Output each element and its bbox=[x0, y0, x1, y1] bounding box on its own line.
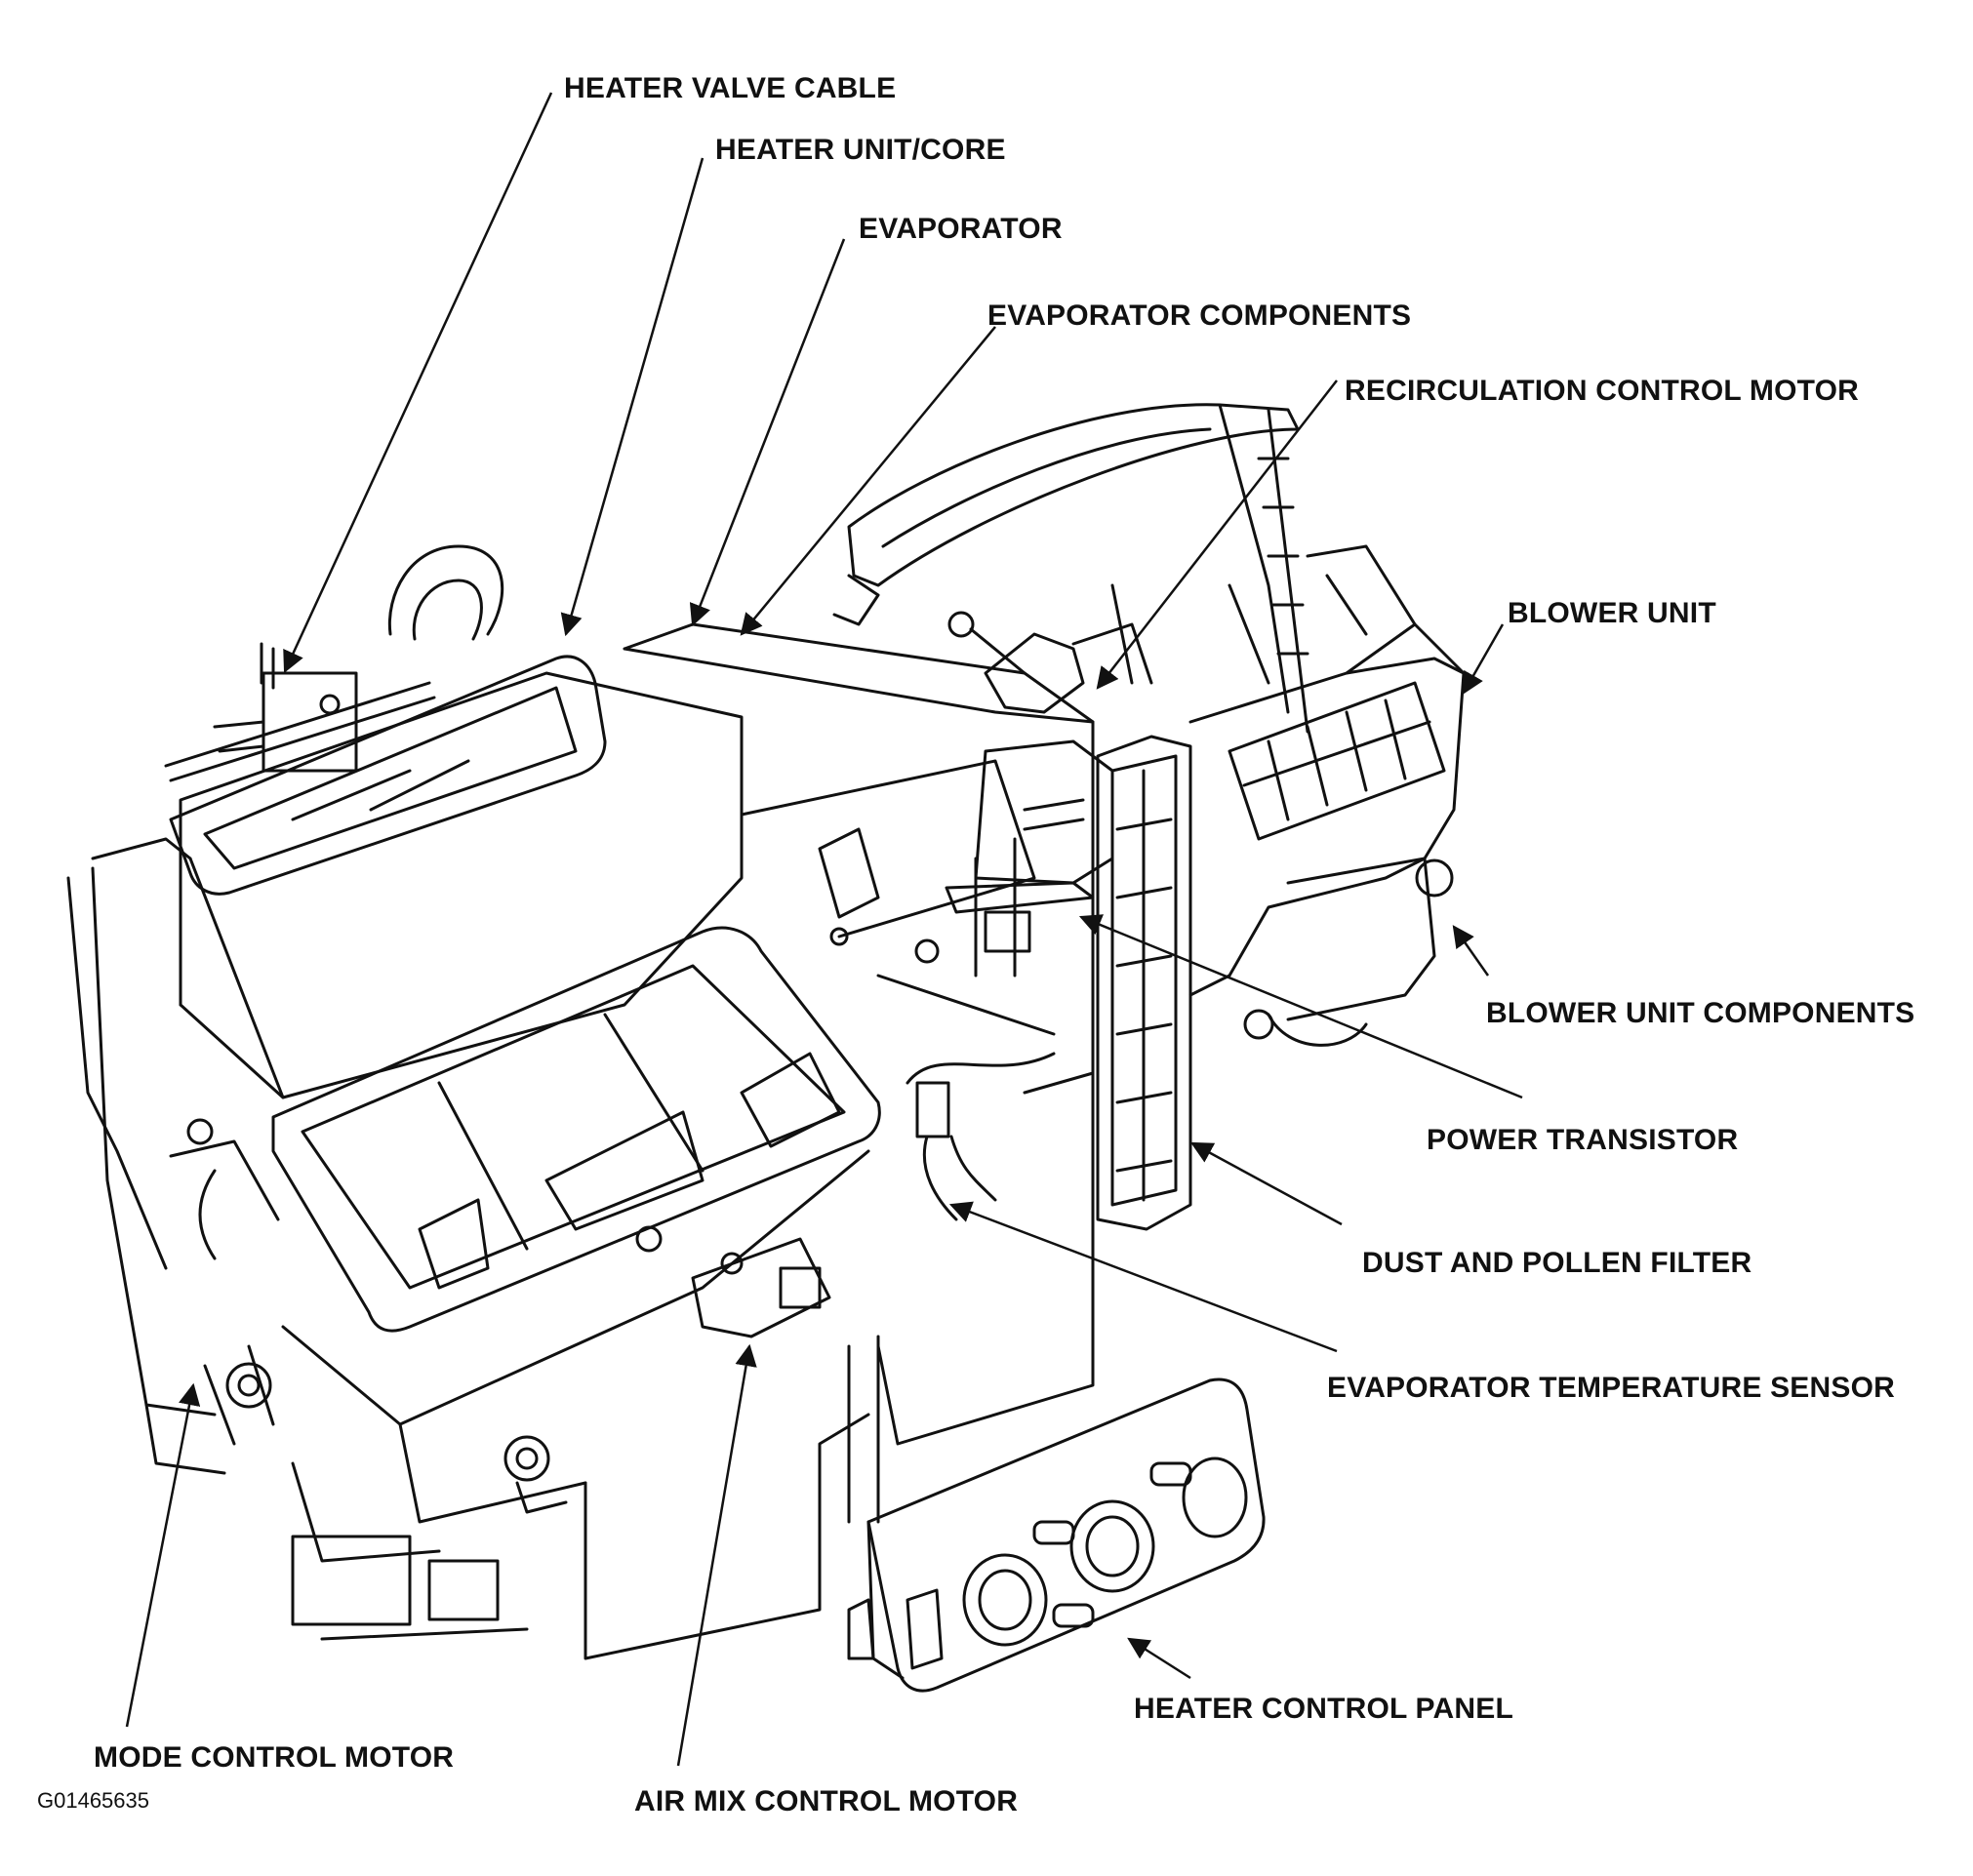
label-power-transistor: POWER TRANSISTOR bbox=[1427, 1124, 1739, 1156]
leader-recirculation-control-motor bbox=[1096, 379, 1338, 690]
label-dust-and-pollen-filter: DUST AND POLLEN FILTER bbox=[1362, 1247, 1752, 1279]
label-evaporator: EVAPORATOR bbox=[859, 213, 1063, 245]
recirculation-motor-drawing bbox=[947, 583, 1153, 714]
heater-valve-bracket-drawing bbox=[213, 642, 358, 773]
dust-pollen-filter-drawing bbox=[1096, 735, 1192, 1231]
leader-power-transistor bbox=[1078, 914, 1523, 1099]
evaporator-case-drawing bbox=[623, 622, 1095, 1446]
leader-heater-control-panel bbox=[1127, 1637, 1191, 1680]
leader-heater-unit-core bbox=[560, 157, 705, 637]
air-mix-motor-drawing bbox=[635, 1225, 831, 1338]
label-blower-unit: BLOWER UNIT bbox=[1508, 597, 1716, 629]
label-recirculation-control-motor: RECIRCULATION CONTROL MOTOR bbox=[1345, 375, 1860, 407]
leader-evaporator bbox=[689, 238, 846, 627]
leader-heater-valve-cable bbox=[283, 92, 553, 674]
leader-lines bbox=[125, 92, 1523, 1767]
front-outlet-drawing bbox=[271, 926, 881, 1333]
heater-lower-case-drawing bbox=[281, 1149, 880, 1660]
leader-evaporator-temperature-sensor bbox=[948, 1201, 1338, 1353]
label-heater-valve-cable: HEATER VALVE CABLE bbox=[564, 72, 897, 104]
recirculation-duct-drawing bbox=[832, 403, 1309, 734]
label-heater-unit-core: HEATER UNIT/CORE bbox=[715, 134, 1006, 166]
leader-air-mix-control-motor bbox=[676, 1343, 757, 1767]
heater-pipe-drawing bbox=[164, 544, 504, 782]
label-blower-unit-components: BLOWER UNIT COMPONENTS bbox=[1486, 997, 1915, 1029]
blower-unit-drawing bbox=[1188, 544, 1466, 1047]
leader-mode-control-motor bbox=[125, 1382, 201, 1728]
label-evaporator-components: EVAPORATOR COMPONENTS bbox=[987, 299, 1412, 332]
label-mode-control-motor: MODE CONTROL MOTOR bbox=[94, 1741, 455, 1774]
leader-dust-pollen-filter bbox=[1190, 1141, 1343, 1226]
figure-id: G01465635 bbox=[37, 1788, 149, 1813]
leader-evaporator-components bbox=[740, 326, 996, 636]
label-heater-control-panel: HEATER CONTROL PANEL bbox=[1134, 1693, 1514, 1725]
leader-blower-unit bbox=[1462, 623, 1505, 695]
label-evaporator-temperature-sensor: EVAPORATOR TEMPERATURE SENSOR bbox=[1327, 1372, 1895, 1404]
leader-blower-unit-components bbox=[1452, 925, 1490, 977]
heater-control-panel-drawing bbox=[847, 1377, 1266, 1693]
label-air-mix-control-motor: AIR MIX CONTROL MOTOR bbox=[634, 1785, 1019, 1817]
heater-duct-top-drawing bbox=[169, 655, 607, 896]
heater-housing-drawing bbox=[66, 671, 744, 1641]
